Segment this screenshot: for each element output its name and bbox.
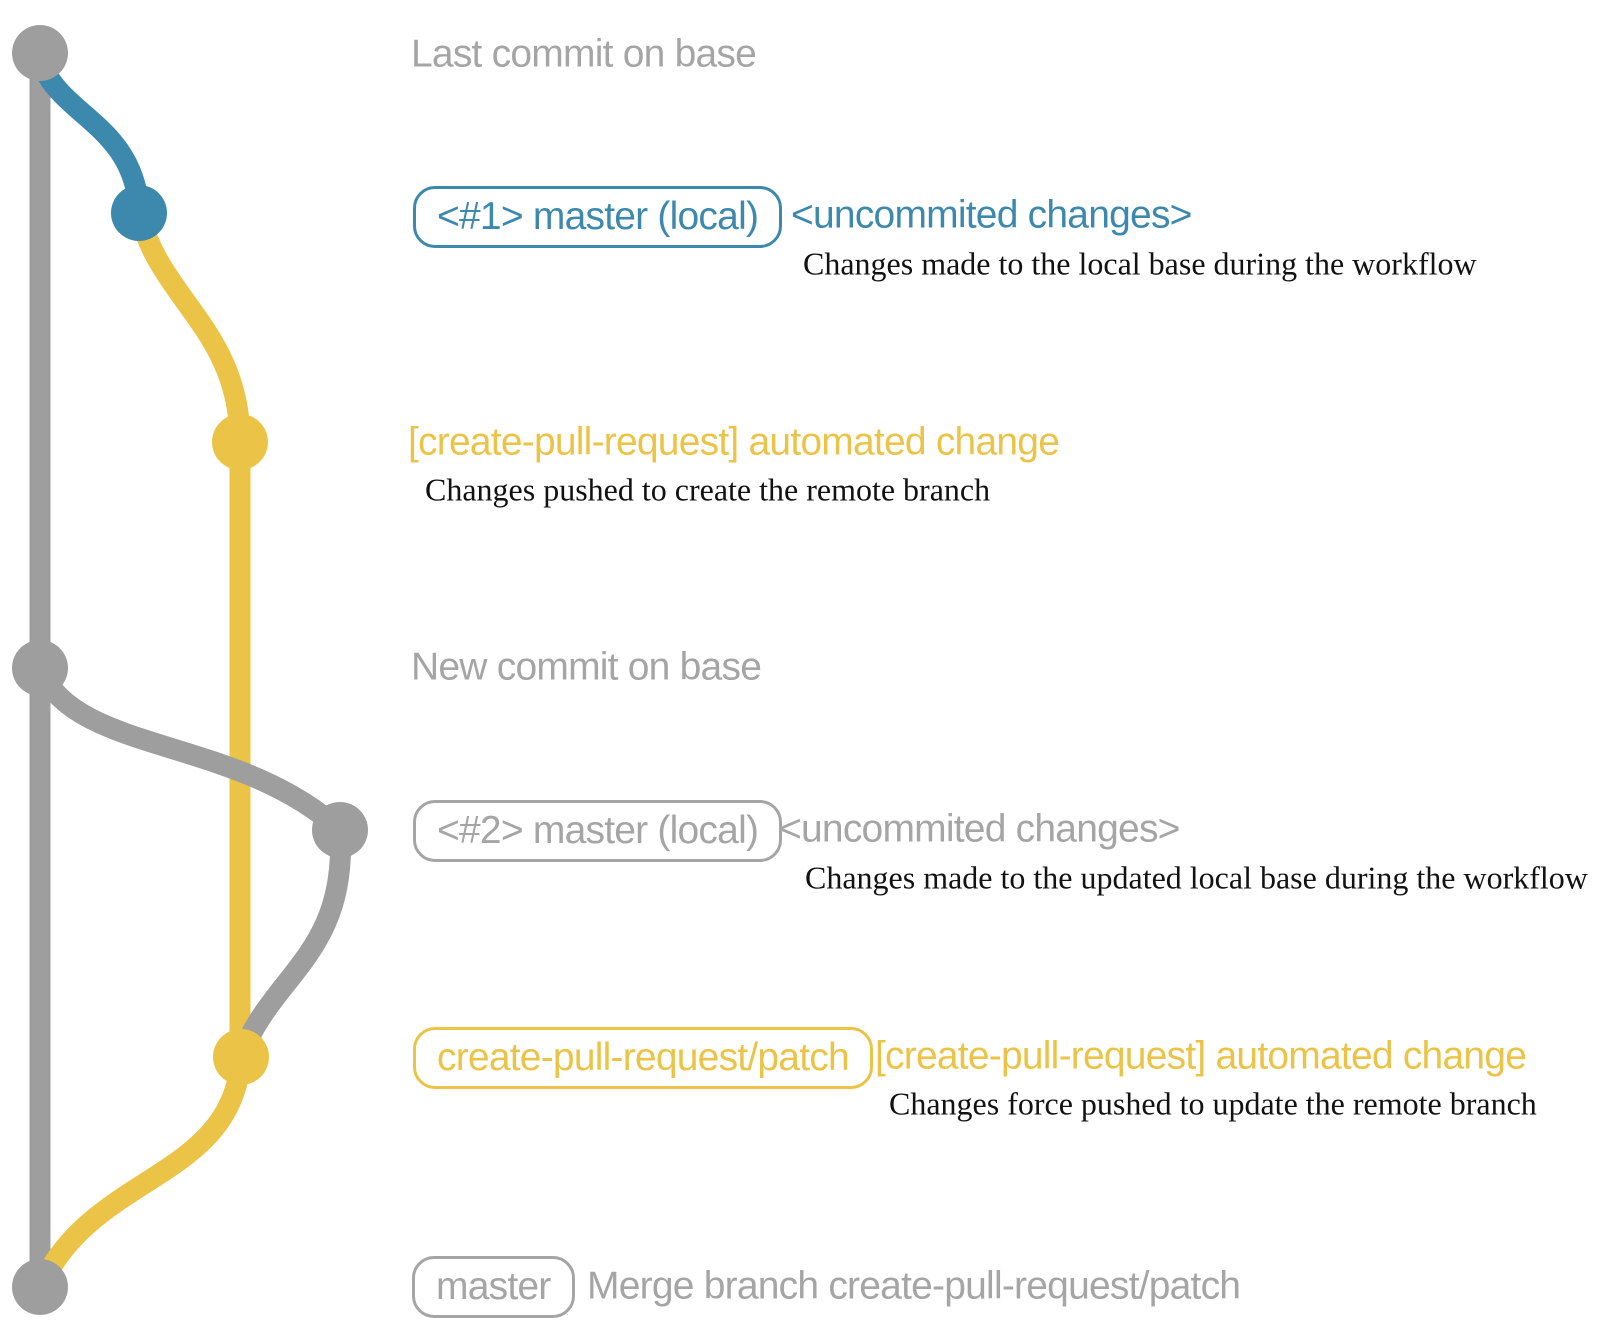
commit-node-last-base <box>12 25 68 81</box>
label-new-commit-on-base: New commit on base <box>411 645 762 689</box>
branch-pill-master-local-1: <#1> master (local) <box>413 186 783 248</box>
annotation-automated-change-1: [create-pull-request] automated change <box>408 420 1060 464</box>
remote-branch-merge-curve <box>31 1046 252 1295</box>
commit-node-new-base <box>12 640 68 696</box>
label-last-commit-on-base: Last commit on base <box>411 32 757 76</box>
branch-pill-create-pull-request-patch-text: create-pull-request/patch <box>437 1035 850 1079</box>
branch-pill-master-local-2-text: <#2> master (local) <box>437 808 759 852</box>
branch-pill-master-local-1-text: <#1> master (local) <box>437 194 759 238</box>
commit-node-remote-2 <box>213 1029 269 1085</box>
local-branch-curve <box>29 47 150 219</box>
updated-local-merge-curve <box>230 819 352 1068</box>
updated-local-branch-curve <box>29 657 351 841</box>
commit-node-local-2 <box>312 802 368 858</box>
remote-branch-out-curve <box>128 202 251 453</box>
annotation-uncommited-changes-2: <uncommited changes> <box>779 807 1180 851</box>
branch-pill-create-pull-request-patch: create-pull-request/patch <box>413 1027 873 1089</box>
branch-pill-master-text: master <box>436 1264 551 1308</box>
branch-pill-master: master <box>412 1256 575 1318</box>
commit-node-local-1 <box>111 185 167 241</box>
description-local-changes-1: Changes made to the local base during th… <box>803 245 1477 282</box>
description-local-changes-2: Changes made to the updated local base d… <box>805 859 1588 896</box>
commit-node-merge <box>12 1259 68 1315</box>
commit-node-remote-1 <box>212 414 268 470</box>
annotation-merge-branch: Merge branch create-pull-request/patch <box>587 1264 1241 1308</box>
annotation-automated-change-2: [create-pull-request] automated change <box>875 1034 1527 1078</box>
description-pushed-to-create: Changes pushed to create the remote bran… <box>425 471 991 508</box>
description-force-pushed: Changes force pushed to update the remot… <box>889 1085 1537 1122</box>
branch-pill-master-local-2: <#2> master (local) <box>413 800 783 862</box>
annotation-uncommited-changes-1: <uncommited changes> <box>791 193 1192 237</box>
